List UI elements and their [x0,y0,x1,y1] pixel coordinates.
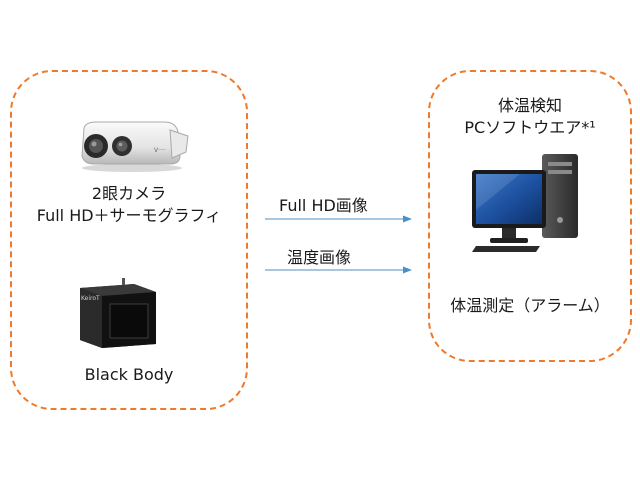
black-body-device-icon: KeiroT [80,278,156,348]
temperature-image-flow-label: 温度画像 [287,248,352,267]
svg-text:V····: V···· [154,147,166,154]
pc-software-label-line2: PCソフトウエア*¹ [464,118,596,137]
thermal-camera-icon: V···· [81,121,189,172]
pc-software-group-box [428,70,632,362]
camera-label-line1: 2眼カメラ [91,184,167,203]
desktop-pc-icon [472,154,578,252]
temperature-measurement-label: 体温測定（アラーム） [450,296,610,315]
camera-group-box [10,70,248,410]
pc-software-label-line1: 体温検知 [497,96,562,115]
camera-label: 2眼カメラ Full HD＋サーモグラフィ [10,183,248,227]
black-body-device-text: KeiroT [81,295,100,302]
pc-software-label: 体温検知 PCソフトウエア*¹ [428,95,632,139]
camera-label-line2: Full HD＋サーモグラフィ [36,206,222,225]
full-hd-image-flow-label: Full HD画像 [279,196,368,215]
black-body-label: Black Body [84,365,174,384]
